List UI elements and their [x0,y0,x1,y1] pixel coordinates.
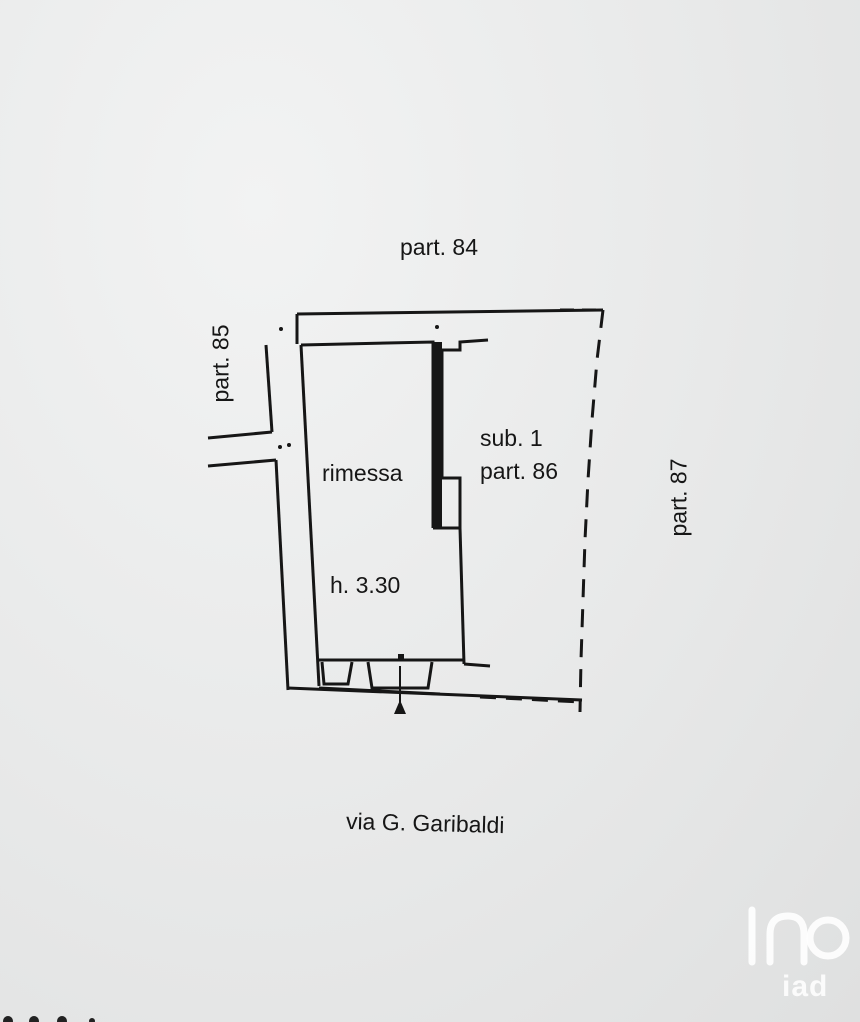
label-room-height: h. 3.30 [330,572,401,598]
party-wall-thick [433,342,442,528]
label-part-84: part. 84 [400,234,478,260]
room-wall-north [300,340,435,528]
iad-logo-icon [748,906,850,966]
label-sub-1: sub. 1 [480,425,543,451]
passage-upper-edge [207,430,273,440]
passage-wall-upper [264,344,274,433]
boundary-bottom-dashed [479,695,583,704]
room-wall-west [299,344,321,687]
watermark-text: iad [782,970,829,1003]
label-part-85: part. 85 [207,324,234,403]
label-street: via G. Garibaldi [345,807,505,839]
door-marker [398,654,404,660]
label-room-name: rimessa [322,460,403,486]
boundary-east-dashed [578,309,605,713]
sub1-wall-jog [440,350,462,528]
corner-dot [287,443,291,447]
corner-dot [279,327,283,331]
front-wall-outer [318,686,441,696]
entrance-arrow-head-icon [394,700,406,714]
corner-dot [435,325,439,329]
room-wall-east [458,527,466,665]
corner-dot [278,445,282,449]
front-opening-left [320,661,354,686]
cropped-marks [3,1016,95,1022]
sub1-wall-north [442,338,489,352]
label-part-87: part. 87 [665,458,692,537]
label-part-86: part. 86 [480,458,558,484]
passage-lower-edge [207,458,277,468]
west-wall-outer [274,459,290,691]
boundary-top-solid [296,308,604,316]
sub1-wall-south [463,662,491,668]
